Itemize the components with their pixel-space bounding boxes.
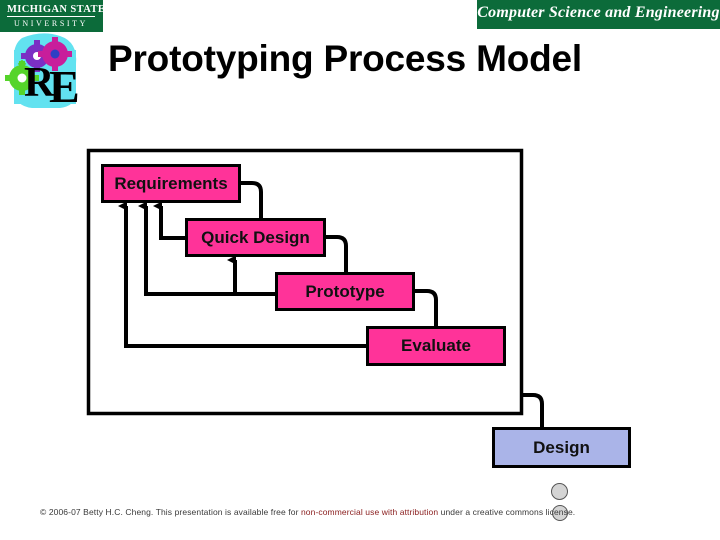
svg-text:E: E [49,61,80,112]
cse-banner-text: Computer Science and Engineering [477,4,720,21]
diagram-outer-frame [86,148,524,416]
footer-text-part2: under a creative commons license. [438,507,576,517]
process-box-design[interactable]: Design [492,427,631,468]
process-box-quick-design[interactable]: Quick Design [185,218,326,257]
flow-requirements-to-quickdesign [241,181,263,218]
serl-re-logo: R E [2,30,86,112]
process-box-design-label: Design [533,437,590,457]
copyright-footer: © 2006-07 Betty H.C. Cheng. This present… [40,507,680,517]
process-box-evaluate[interactable]: Evaluate [366,326,506,366]
feedback-evaluate-to-requirements [118,201,366,348]
process-box-prototype[interactable]: Prototype [275,272,415,311]
svg-text:R: R [24,60,55,106]
footer-text-part1: © 2006-07 Betty H.C. Cheng. This present… [40,507,301,517]
feedback-prototype-to-requirements [138,201,275,296]
footer-license-link[interactable]: non-commercial use with attribution [300,507,439,517]
process-box-requirements[interactable]: Requirements [101,164,241,203]
page-title: Prototyping Process Model [108,38,583,79]
process-diagram [0,120,720,490]
flow-quickdesign-to-prototype [326,235,348,272]
cse-banner: Computer Science and Engineering [477,0,720,29]
process-box-prototype-label: Prototype [305,281,385,301]
process-box-quick-design-label: Quick Design [201,227,310,247]
process-box-requirements-label: Requirements [114,173,228,193]
msu-banner-line2: UNIVERSITY [14,19,88,28]
creative-commons-circle-icon [551,483,568,500]
process-box-evaluate-label: Evaluate [401,336,471,355]
flow-evaluate-to-design [521,393,544,427]
flow-prototype-to-evaluate [415,289,438,326]
msu-banner-line1: MICHIGAN STATE [7,4,103,17]
msu-banner: MICHIGAN STATE UNIVERSITY [0,0,103,32]
feedback-quickdesign-to-requirements [153,201,185,240]
creative-commons-circle-icon-secondary [552,505,568,521]
